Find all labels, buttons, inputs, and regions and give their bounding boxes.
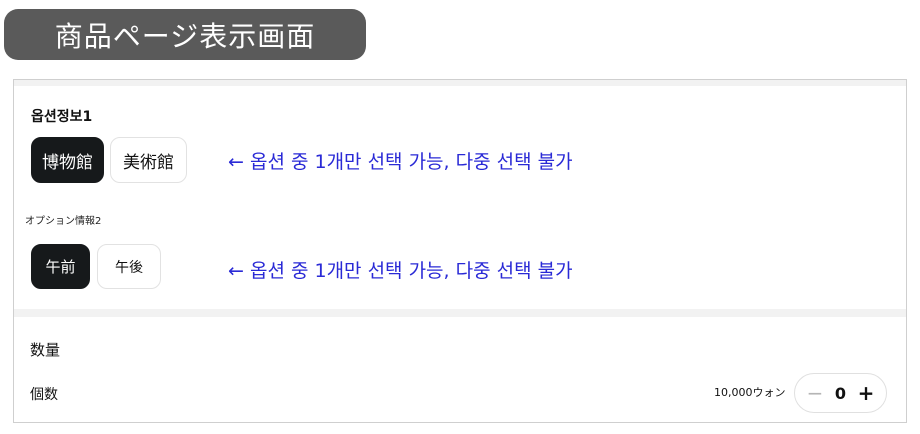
quantity-stepper: − 0 +	[794, 373, 887, 413]
product-options-panel: 옵션정보1 博物館 美術館 ← 옵션 중 1개만 선택 가능, 다중 선택 불가…	[13, 79, 907, 423]
option-1-chip-museum[interactable]: 博物館	[31, 137, 104, 183]
option-group-1-annotation: ← 옵션 중 1개만 선택 가능, 다중 선택 불가	[228, 151, 573, 173]
quantity-section-title: 数量	[30, 341, 61, 359]
minus-icon[interactable]: −	[806, 381, 824, 405]
middle-divider-band	[14, 309, 906, 317]
option-2-chip-morning[interactable]: 午前	[31, 244, 90, 289]
quantity-item-label: 個数	[30, 387, 58, 403]
option-1-chip-art-museum[interactable]: 美術館	[110, 137, 187, 183]
option-2-chip-afternoon[interactable]: 午後	[97, 244, 161, 289]
option-group-2-label: オプション情報2	[25, 216, 102, 227]
page-title: 商品ページ表示画面	[4, 9, 366, 60]
option-group-1-label: 옵션정보1	[31, 109, 93, 125]
price-text: 10,000ウォン	[714, 386, 786, 399]
option-group-2-annotation: ← 옵션 중 1개만 선택 가능, 다중 선택 불가	[228, 260, 573, 282]
quantity-value: 0	[834, 383, 847, 403]
plus-icon[interactable]: +	[857, 381, 875, 405]
top-divider-band	[14, 80, 906, 86]
